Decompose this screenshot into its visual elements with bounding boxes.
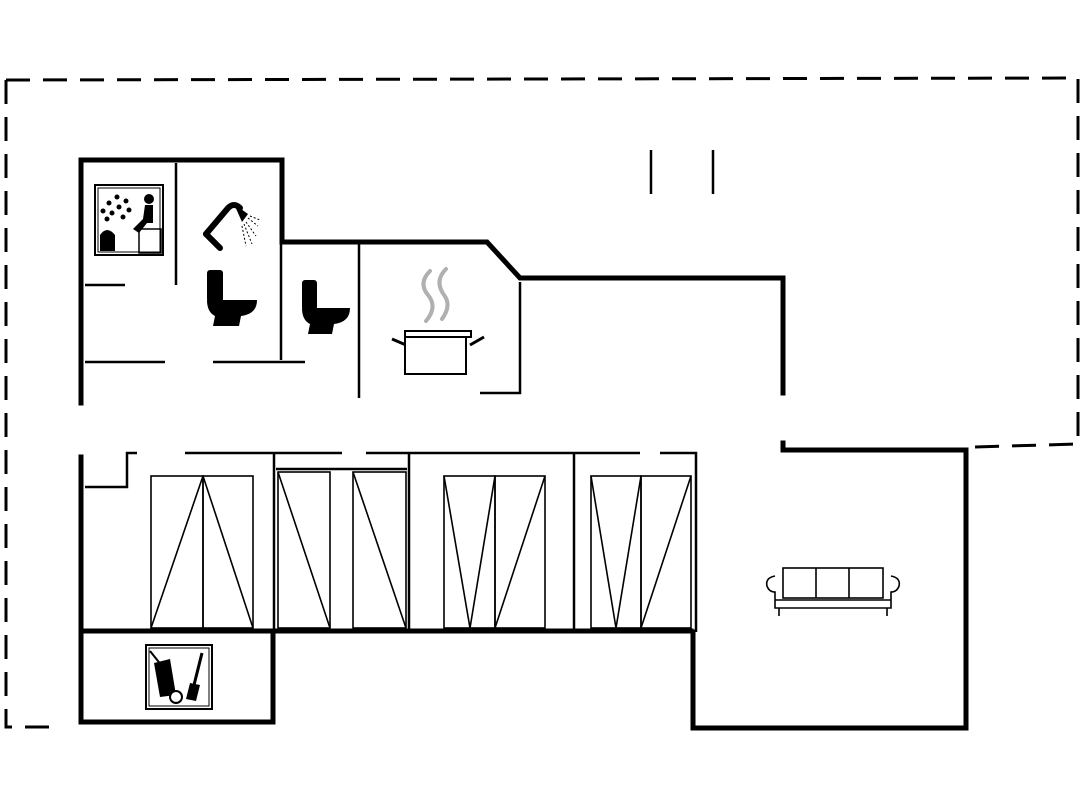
bed xyxy=(443,475,496,629)
bed xyxy=(494,475,546,629)
interior-walls xyxy=(85,150,715,632)
bed xyxy=(352,471,407,629)
sauna-icon xyxy=(94,184,164,256)
bed xyxy=(590,475,642,629)
terrace-boundary xyxy=(4,76,1080,729)
cooking-pot-icon xyxy=(391,267,485,375)
bed xyxy=(150,475,204,629)
bed xyxy=(640,475,692,629)
shower-icon xyxy=(203,202,261,251)
bed xyxy=(202,475,254,629)
sofa-icon xyxy=(765,567,901,616)
exterior-walls xyxy=(78,157,969,731)
bunk-beds xyxy=(150,471,692,629)
utility-cleaning-icon xyxy=(145,644,213,710)
toilet-icon xyxy=(302,280,350,334)
toilet-icon xyxy=(207,270,257,326)
bed xyxy=(277,471,331,629)
